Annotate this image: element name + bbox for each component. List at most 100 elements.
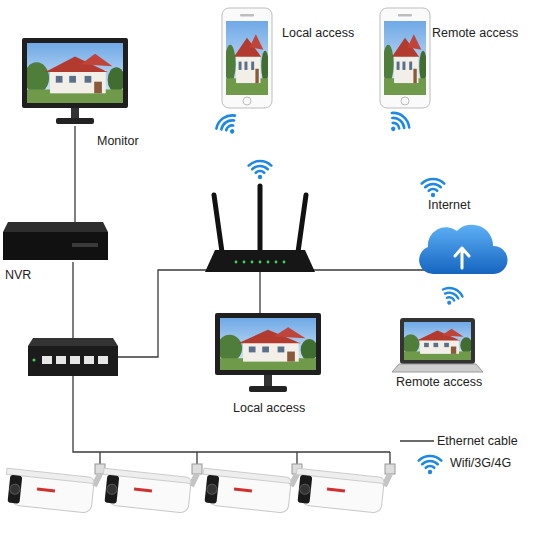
cloud-shape	[419, 225, 507, 274]
phone-body	[380, 8, 430, 108]
switch-ports	[42, 356, 108, 364]
monitor-device	[215, 313, 321, 392]
port	[56, 356, 66, 364]
legend-label: Ethernet cable	[437, 434, 518, 448]
led	[275, 261, 278, 264]
brand-stripe	[234, 488, 252, 493]
router-body	[205, 250, 315, 272]
wifi-signal	[249, 161, 272, 179]
device-node: Remote access	[392, 318, 484, 373]
port	[42, 356, 52, 364]
ethernet-cable	[296, 452, 297, 464]
phone-speaker	[398, 14, 412, 17]
ethernet-cable	[72, 262, 73, 338]
led	[283, 261, 286, 264]
ethernet-cable	[73, 376, 390, 452]
monitor-base	[249, 386, 287, 392]
ethernet-cables	[73, 262, 452, 464]
camera-mount	[385, 464, 395, 474]
device-node: NVR	[3, 222, 108, 262]
phone-button	[243, 97, 251, 105]
bullet-camera	[100, 464, 202, 513]
monitor-bezel	[22, 38, 128, 108]
device-label: Internet	[428, 198, 470, 212]
led	[235, 261, 238, 264]
camera-arm	[191, 474, 197, 486]
port	[70, 356, 80, 364]
ethernet-cable	[196, 452, 197, 464]
laptop-lid	[400, 318, 475, 364]
laptop-base	[392, 364, 483, 372]
laptop-device	[392, 318, 483, 372]
screen-image	[217, 318, 318, 370]
monitor-device	[22, 38, 128, 124]
nvr-device	[3, 222, 108, 260]
led	[33, 359, 36, 362]
ethernet-cable	[99, 452, 100, 464]
device-node: Internet	[420, 222, 506, 276]
router-antenna	[214, 195, 222, 252]
device-label: Remote access	[432, 26, 518, 40]
camera-lens	[206, 484, 217, 495]
device-node: Monitor	[22, 38, 128, 126]
wifi-signal	[439, 285, 464, 308]
port	[98, 356, 108, 364]
nvr-top	[3, 222, 108, 232]
bullet-camera	[293, 464, 395, 513]
device-node: Local access	[215, 313, 321, 393]
device-label: Monitor	[97, 134, 139, 148]
camera-lens	[9, 484, 20, 495]
phone-button	[401, 97, 409, 105]
poe-switch	[28, 338, 118, 376]
legend-wifi-sample	[419, 456, 442, 474]
camera-front	[297, 475, 312, 504]
router-antenna	[258, 186, 263, 250]
screen-image	[402, 322, 472, 360]
device-label: Local access	[233, 401, 305, 415]
wifi-signal	[214, 112, 243, 140]
camera-front	[204, 475, 219, 504]
upload-arrow	[455, 248, 469, 268]
wifi-signal	[422, 179, 445, 197]
led	[251, 261, 254, 264]
cloud-icon	[419, 225, 507, 274]
nvr-panel	[72, 243, 98, 247]
brand-stripe	[134, 488, 152, 493]
router-antenna	[298, 195, 306, 252]
camera-arm	[291, 474, 297, 486]
camera-body	[100, 468, 191, 513]
camera-body	[293, 468, 384, 513]
port	[84, 356, 94, 364]
camera-arm	[384, 474, 390, 486]
monitor-neck	[264, 375, 272, 387]
phone-device	[222, 8, 272, 108]
camera-arm	[94, 474, 100, 486]
router-leds	[235, 261, 286, 264]
monitor-base	[56, 118, 94, 124]
switch-front	[28, 346, 118, 376]
camera-body	[200, 468, 291, 513]
router-device	[205, 186, 315, 272]
phone-speaker	[240, 14, 254, 17]
legend-line-sample	[400, 440, 434, 441]
device-node: Local access	[222, 8, 272, 108]
nvr-front	[3, 232, 108, 260]
camera-front	[104, 475, 119, 504]
device-label: Local access	[282, 26, 354, 40]
camera-mount	[192, 464, 202, 474]
camera-body	[3, 468, 94, 513]
switch-top	[28, 338, 118, 346]
led	[259, 261, 262, 264]
camera-lens	[299, 484, 310, 495]
monitor-bezel	[215, 313, 321, 375]
device-node: Remote access	[380, 8, 430, 108]
screen-image	[24, 43, 125, 103]
monitor-neck	[71, 108, 79, 119]
led	[267, 261, 270, 264]
brand-stripe	[37, 488, 55, 493]
device-label: NVR	[5, 268, 31, 282]
phone-device	[380, 8, 430, 108]
screen-image	[383, 21, 427, 95]
bullet-camera	[3, 464, 105, 513]
